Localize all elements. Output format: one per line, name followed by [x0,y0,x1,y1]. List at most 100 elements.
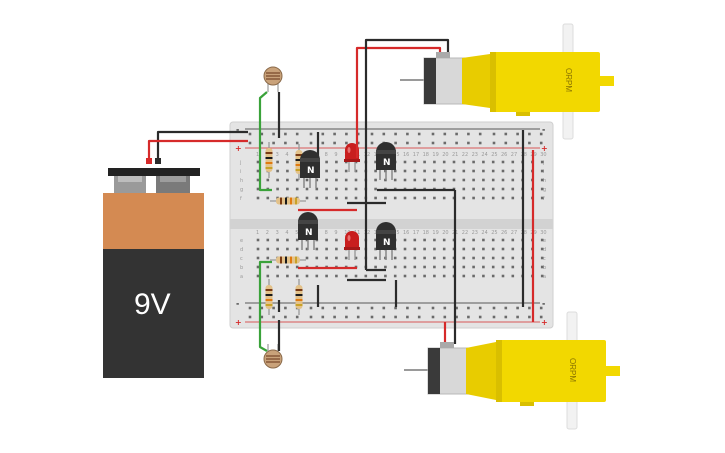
breadboard-hole[interactable] [286,187,289,191]
breadboard-hole[interactable] [295,187,299,191]
breadboard-hole[interactable] [260,315,264,319]
breadboard-hole[interactable] [286,274,289,278]
breadboard-hole[interactable] [374,169,377,173]
breadboard-hole[interactable] [394,132,397,136]
breadboard-hole[interactable] [417,306,421,310]
breadboard-hole[interactable] [403,160,407,164]
breadboard-hole[interactable] [382,315,386,319]
breadboard-hole[interactable] [539,306,543,310]
breadboard-hole[interactable] [467,132,470,136]
breadboard-hole[interactable] [501,187,505,191]
breadboard-hole[interactable] [413,169,417,173]
breadboard-hole[interactable] [516,132,519,136]
breadboard-hole[interactable] [491,247,495,251]
breadboard-hole[interactable] [325,247,328,251]
breadboard-hole[interactable] [501,196,505,200]
breadboard-hole[interactable] [482,238,485,242]
breadboard-hole[interactable] [256,196,260,200]
led-top[interactable] [344,143,360,172]
breadboard-hole[interactable] [248,141,252,145]
breadboard-hole[interactable] [478,132,482,136]
breadboard-hole[interactable] [286,178,289,182]
breadboard-hole[interactable] [511,247,515,251]
breadboard-hole[interactable] [516,306,519,310]
breadboard-hole[interactable] [504,306,508,310]
breadboard-hole[interactable] [356,306,360,310]
breadboard-hole[interactable] [403,169,407,173]
breadboard-hole[interactable] [528,306,531,310]
breadboard-hole[interactable] [423,178,426,182]
breadboard-hole[interactable] [511,238,515,242]
breadboard-hole[interactable] [540,187,544,191]
breadboard-hole[interactable] [260,132,264,136]
breadboard-hole[interactable] [472,247,475,251]
breadboard-hole[interactable] [452,160,456,164]
breadboard-hole[interactable] [276,238,279,242]
breadboard-hole[interactable] [315,187,319,191]
breadboard-hole[interactable] [335,274,338,278]
photoresistor-top[interactable] [263,66,283,92]
breadboard-hole[interactable] [413,238,417,242]
breadboard-hole[interactable] [335,160,338,164]
breadboard-hole[interactable] [462,265,466,269]
breadboard-hole[interactable] [344,196,348,200]
breadboard-hole[interactable] [467,315,470,319]
breadboard-hole[interactable] [345,315,348,319]
breadboard-hole[interactable] [433,274,436,278]
breadboard-hole[interactable] [374,238,377,242]
breadboard-hole[interactable] [374,247,377,251]
breadboard-hole[interactable] [370,315,374,319]
breadboard-hole[interactable] [321,141,325,145]
breadboard-hole[interactable] [540,160,544,164]
breadboard-hole[interactable] [295,178,299,182]
breadboard-hole[interactable] [333,132,336,136]
breadboard-hole[interactable] [491,274,495,278]
breadboard-hole[interactable] [295,274,299,278]
breadboard-hole[interactable] [433,169,436,173]
breadboard-hole[interactable] [370,141,374,145]
breadboard-hole[interactable] [344,274,348,278]
breadboard-hole[interactable] [406,132,409,136]
breadboard-hole[interactable] [248,315,252,319]
breadboard-hole[interactable] [442,256,446,260]
breadboard-hole[interactable] [540,256,544,260]
breadboard-hole[interactable] [305,196,309,200]
breadboard-hole[interactable] [266,238,270,242]
breadboard-hole[interactable] [472,187,475,191]
breadboard-hole[interactable] [462,274,466,278]
breadboard-hole[interactable] [286,265,289,269]
breadboard-hole[interactable] [354,187,358,191]
breadboard-hole[interactable] [433,238,436,242]
breadboard-hole[interactable] [356,141,360,145]
breadboard-hole[interactable] [501,274,505,278]
breadboard-hole[interactable] [325,187,328,191]
breadboard-hole[interactable] [442,274,446,278]
breadboard-hole[interactable] [423,247,426,251]
breadboard-hole[interactable] [384,265,387,269]
breadboard-hole[interactable] [284,132,287,136]
breadboard-hole[interactable] [335,256,338,260]
breadboard-hole[interactable] [286,247,289,251]
breadboard-hole[interactable] [491,169,495,173]
breadboard-hole[interactable] [309,141,313,145]
breadboard-hole[interactable] [266,247,270,251]
breadboard-hole[interactable] [384,196,387,200]
breadboard-hole[interactable] [315,247,319,251]
breadboard-hole[interactable] [413,160,417,164]
breadboard-hole[interactable] [266,274,270,278]
breadboard-hole[interactable] [511,274,515,278]
breadboard-hole[interactable] [467,141,470,145]
breadboard-hole[interactable] [406,306,409,310]
breadboard-hole[interactable] [333,306,336,310]
breadboard-hole[interactable] [455,141,458,145]
breadboard-hole[interactable] [256,169,260,173]
breadboard-hole[interactable] [511,178,515,182]
resistor-r3[interactable] [270,197,306,205]
breadboard-hole[interactable] [309,132,313,136]
breadboard-hole[interactable] [431,132,435,136]
breadboard-hole[interactable] [295,238,299,242]
breadboard-hole[interactable] [295,132,299,136]
breadboard-hole[interactable] [540,265,544,269]
breadboard-hole[interactable] [482,169,485,173]
breadboard-hole[interactable] [272,306,275,310]
